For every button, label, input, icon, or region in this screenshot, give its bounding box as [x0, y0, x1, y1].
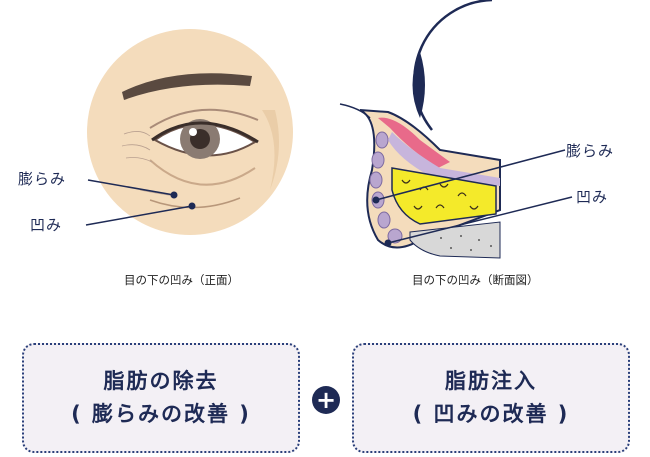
hollow-pointer — [85, 205, 193, 226]
section-hollow-label: 凹み — [576, 188, 609, 206]
section-caption: 目の下の凹み（断面図） — [412, 273, 539, 287]
section-bulge-pointer — [375, 149, 566, 201]
septum-band — [388, 132, 500, 186]
plus-icon: + — [312, 386, 340, 414]
section-bulge-label: 膨らみ — [566, 142, 615, 160]
section-hollow-pointer — [387, 196, 573, 244]
section-bulge-dot — [372, 196, 380, 204]
eye-highlight — [189, 128, 197, 136]
eyelash — [339, 103, 371, 119]
front-eye-illustration — [85, 29, 293, 235]
upper-lash-line — [151, 121, 259, 144]
illustration-area — [85, 0, 573, 259]
septum-beads — [369, 131, 403, 244]
fat-injection-subtitle: ( 凹みの改善 ) — [412, 402, 570, 426]
cheek-shade — [262, 110, 279, 190]
eyebrow — [122, 73, 252, 100]
fat-injection-title: 脂肪注入 — [445, 369, 537, 393]
muscle-layer — [378, 117, 450, 168]
hollow-dot — [188, 202, 196, 210]
eyeball-outline — [413, 0, 493, 131]
wrinkle-lines — [121, 131, 177, 197]
lid-crease — [149, 108, 259, 129]
orbital-bone — [409, 221, 501, 259]
cornea — [412, 52, 425, 118]
front-bulge-label: 膨らみ — [18, 170, 67, 188]
bulge-pointer — [87, 179, 175, 196]
eye-bag — [149, 159, 256, 186]
fat-injection-box: 脂肪注入 ( 凹みの改善 ) — [352, 343, 630, 453]
bone-texture — [440, 235, 492, 251]
bulge-dot — [170, 191, 178, 199]
section-hollow-dot — [384, 239, 392, 247]
fat-removal-subtitle: ( 膨らみの改善 ) — [71, 402, 251, 426]
fat-pad — [391, 167, 497, 225]
fat-removal-title: 脂肪の除去 — [103, 369, 219, 393]
front-caption: 目の下の凹み（正面） — [124, 273, 239, 287]
fat-removal-box: 脂肪の除去 ( 膨らみの改善 ) — [22, 343, 300, 453]
front-hollow-label: 凹み — [30, 216, 63, 234]
section-illustration — [339, 0, 573, 259]
